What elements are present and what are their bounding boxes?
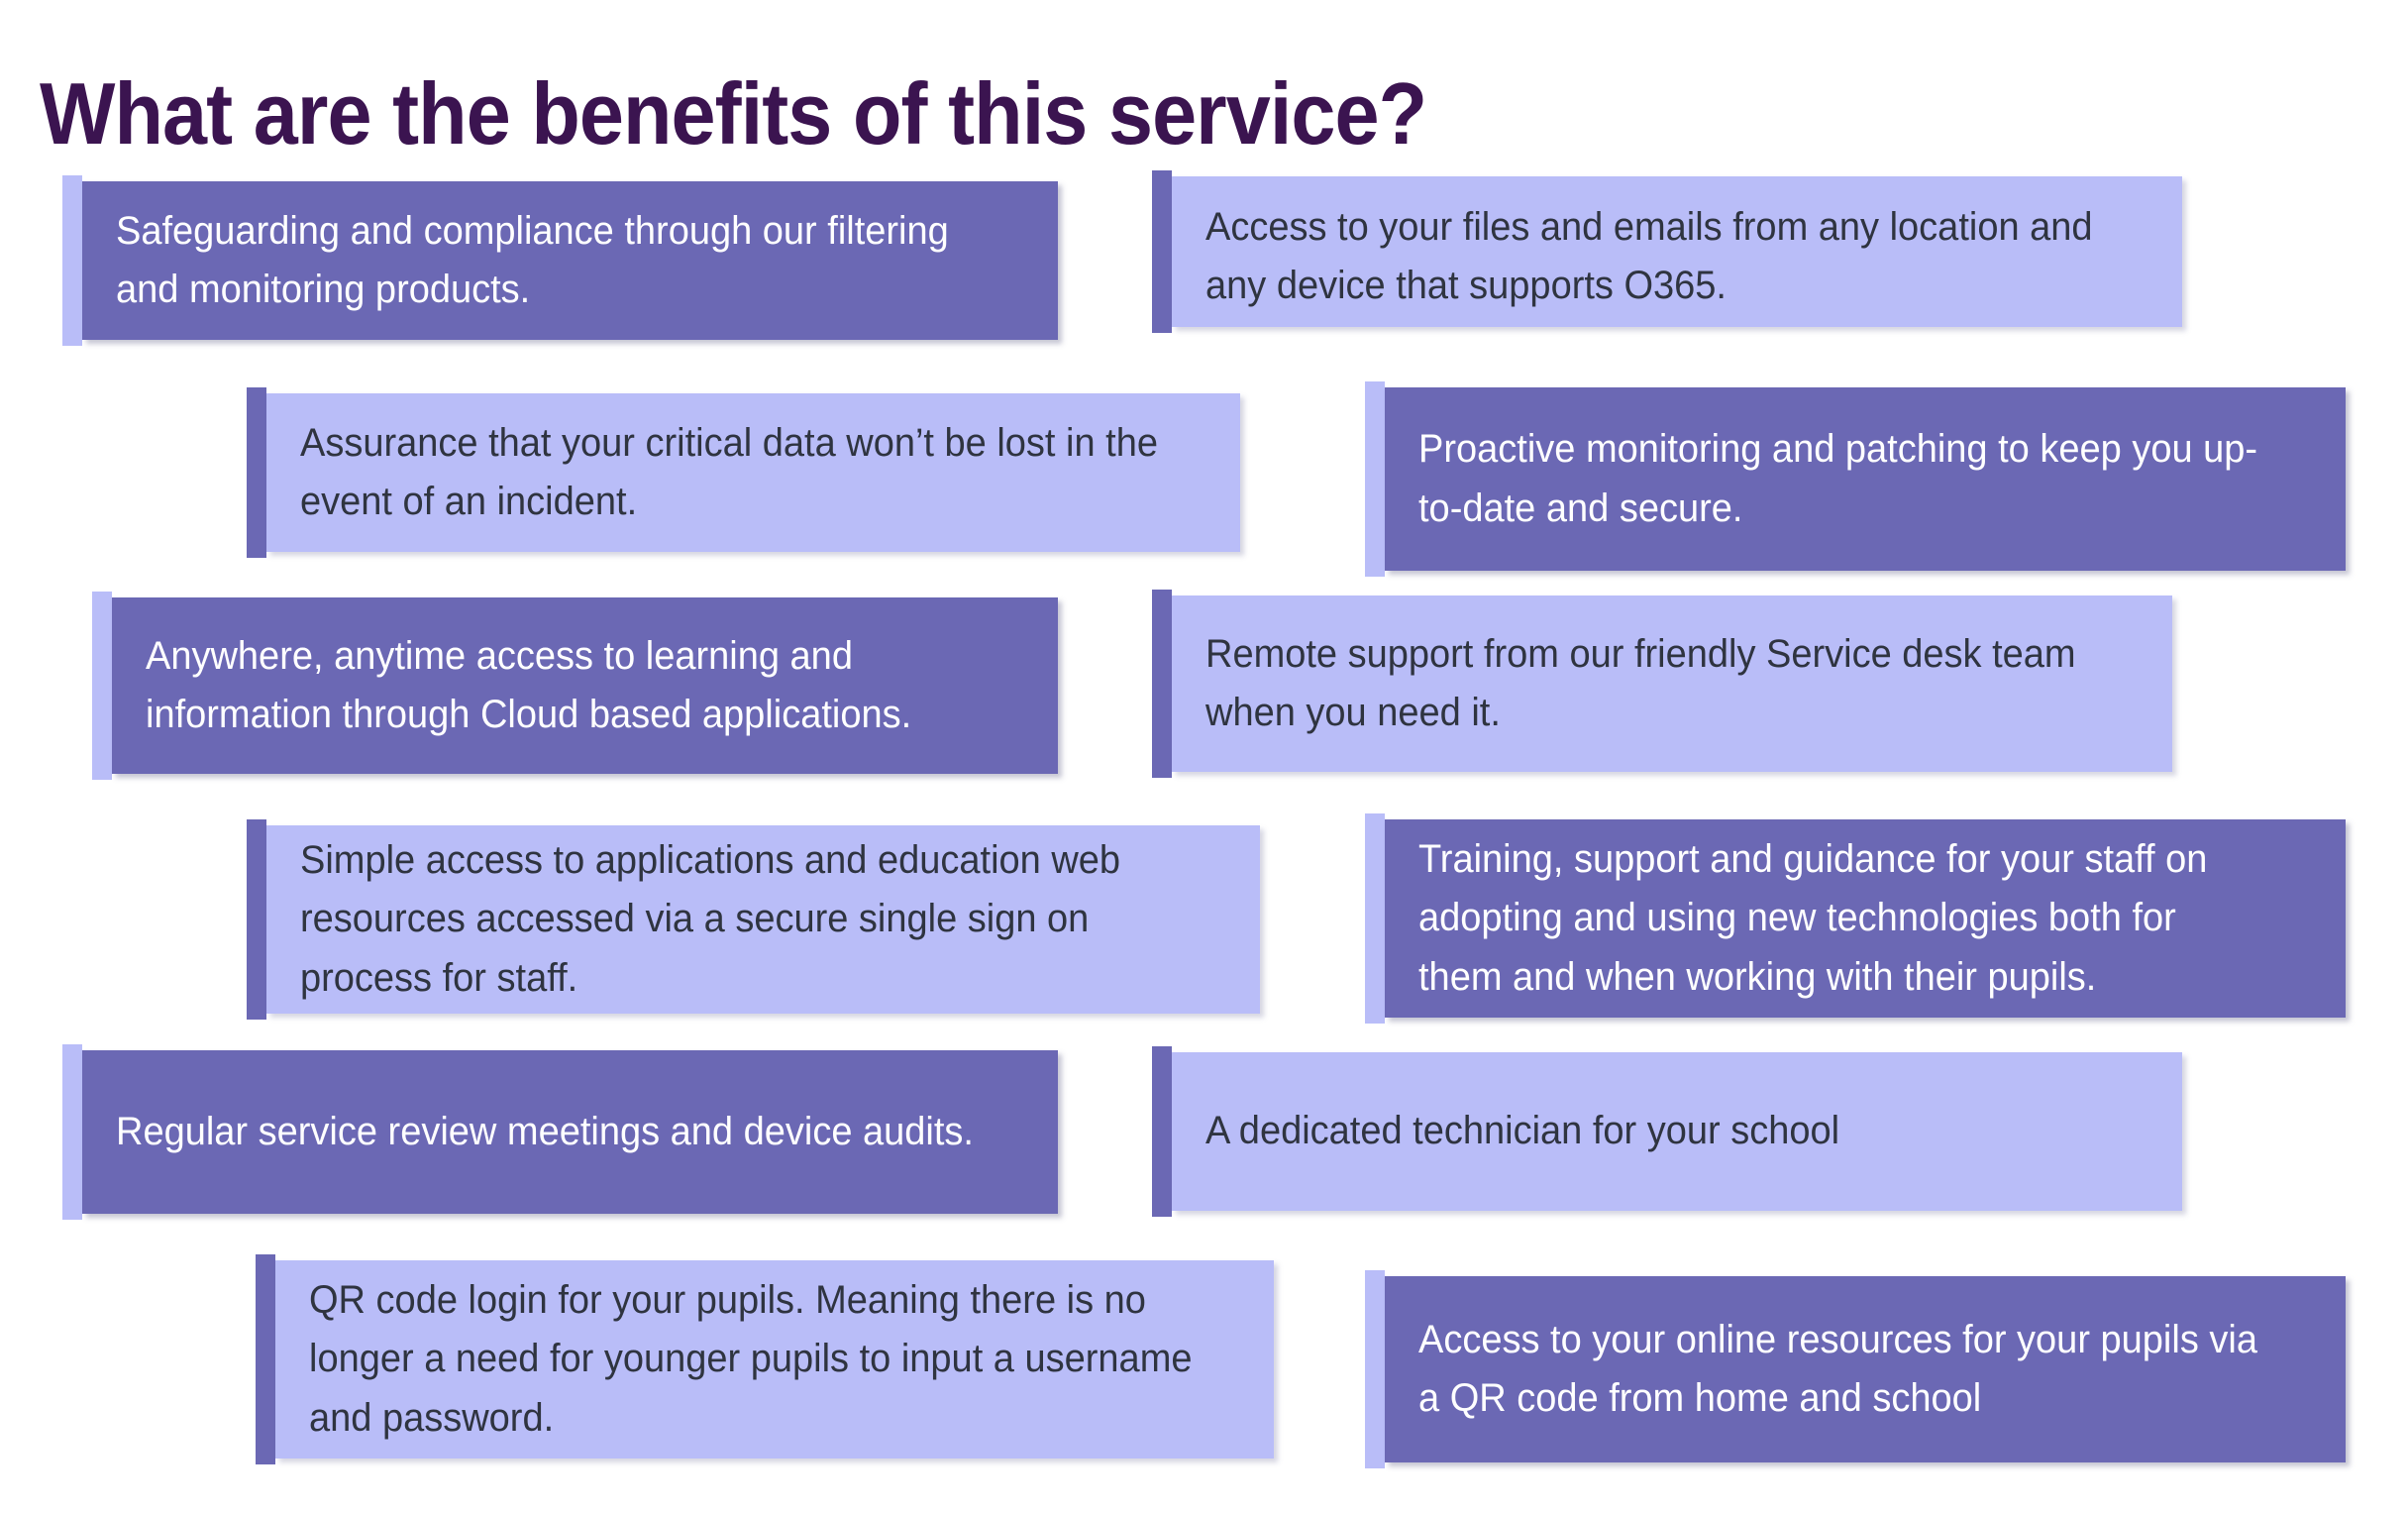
benefit-card-single-sign-on: Simple access to applications and educat… [247, 819, 1260, 1020]
benefit-card-dedicated-technician: A dedicated technician for your school [1152, 1046, 2182, 1217]
benefit-card-body: Simple access to applications and educat… [266, 825, 1260, 1014]
benefit-text: QR code login for your pupils. Meaning t… [309, 1278, 1193, 1440]
benefit-card-remote-support: Remote support from our friendly Service… [1152, 590, 2172, 778]
accent-bar [247, 387, 266, 558]
benefit-card-service-review-meetings: Regular service review meetings and devi… [62, 1044, 1058, 1220]
benefit-card-body: Training, support and guidance for your … [1385, 819, 2346, 1018]
benefit-text: Access to your online resources for your… [1418, 1317, 2257, 1420]
accent-bar [247, 819, 266, 1020]
benefit-text: Regular service review meetings and devi… [116, 1109, 974, 1153]
benefit-card-body: Remote support from our friendly Service… [1172, 595, 2172, 772]
accent-bar [62, 1044, 82, 1220]
benefit-card-body: Assurance that your critical data won’t … [266, 393, 1240, 552]
benefit-text: Safeguarding and compliance through our … [116, 208, 949, 311]
benefit-card-online-resources-qr: Access to your online resources for your… [1365, 1270, 2346, 1468]
benefit-card-training-support-guidance: Training, support and guidance for your … [1365, 813, 2346, 1024]
accent-bar [1152, 170, 1172, 333]
benefit-card-body: QR code login for your pupils. Meaning t… [275, 1260, 1274, 1459]
accent-bar [1365, 1270, 1385, 1468]
benefit-card-body: Proactive monitoring and patching to kee… [1385, 387, 2346, 571]
benefit-card-body: Anywhere, anytime access to learning and… [112, 597, 1058, 774]
accent-bar [1152, 1046, 1172, 1217]
benefit-card-body: A dedicated technician for your school [1172, 1052, 2182, 1211]
accent-bar [62, 175, 82, 346]
benefit-text: Access to your files and emails from any… [1205, 205, 2093, 308]
accent-bar [92, 592, 112, 780]
benefit-card-safeguarding-compliance: Safeguarding and compliance through our … [62, 175, 1058, 346]
benefit-text: Training, support and guidance for your … [1418, 837, 2208, 999]
accent-bar [256, 1254, 275, 1464]
accent-bar [1365, 813, 1385, 1024]
benefit-card-body: Access to your files and emails from any… [1172, 176, 2182, 327]
benefit-card-qr-code-login: QR code login for your pupils. Meaning t… [256, 1254, 1274, 1464]
benefit-text: Proactive monitoring and patching to kee… [1418, 427, 2258, 530]
benefit-text: A dedicated technician for your school [1205, 1109, 1840, 1153]
page-title: What are the benefits of this service? [40, 63, 1427, 162]
benefit-card-body: Safeguarding and compliance through our … [82, 181, 1058, 340]
benefit-card-access-files-emails: Access to your files and emails from any… [1152, 170, 2182, 333]
benefit-text: Remote support from our friendly Service… [1205, 631, 2076, 734]
benefit-card-data-assurance: Assurance that your critical data won’t … [247, 387, 1240, 558]
benefit-card-proactive-monitoring: Proactive monitoring and patching to kee… [1365, 381, 2346, 577]
accent-bar [1365, 381, 1385, 577]
benefit-text: Assurance that your critical data won’t … [300, 420, 1159, 523]
benefit-card-body: Regular service review meetings and devi… [82, 1050, 1058, 1214]
benefit-card-body: Access to your online resources for your… [1385, 1276, 2346, 1462]
benefit-text: Anywhere, anytime access to learning and… [146, 633, 912, 736]
benefit-card-anywhere-anytime-access: Anywhere, anytime access to learning and… [92, 592, 1058, 780]
benefit-text: Simple access to applications and educat… [300, 838, 1121, 1000]
accent-bar [1152, 590, 1172, 778]
